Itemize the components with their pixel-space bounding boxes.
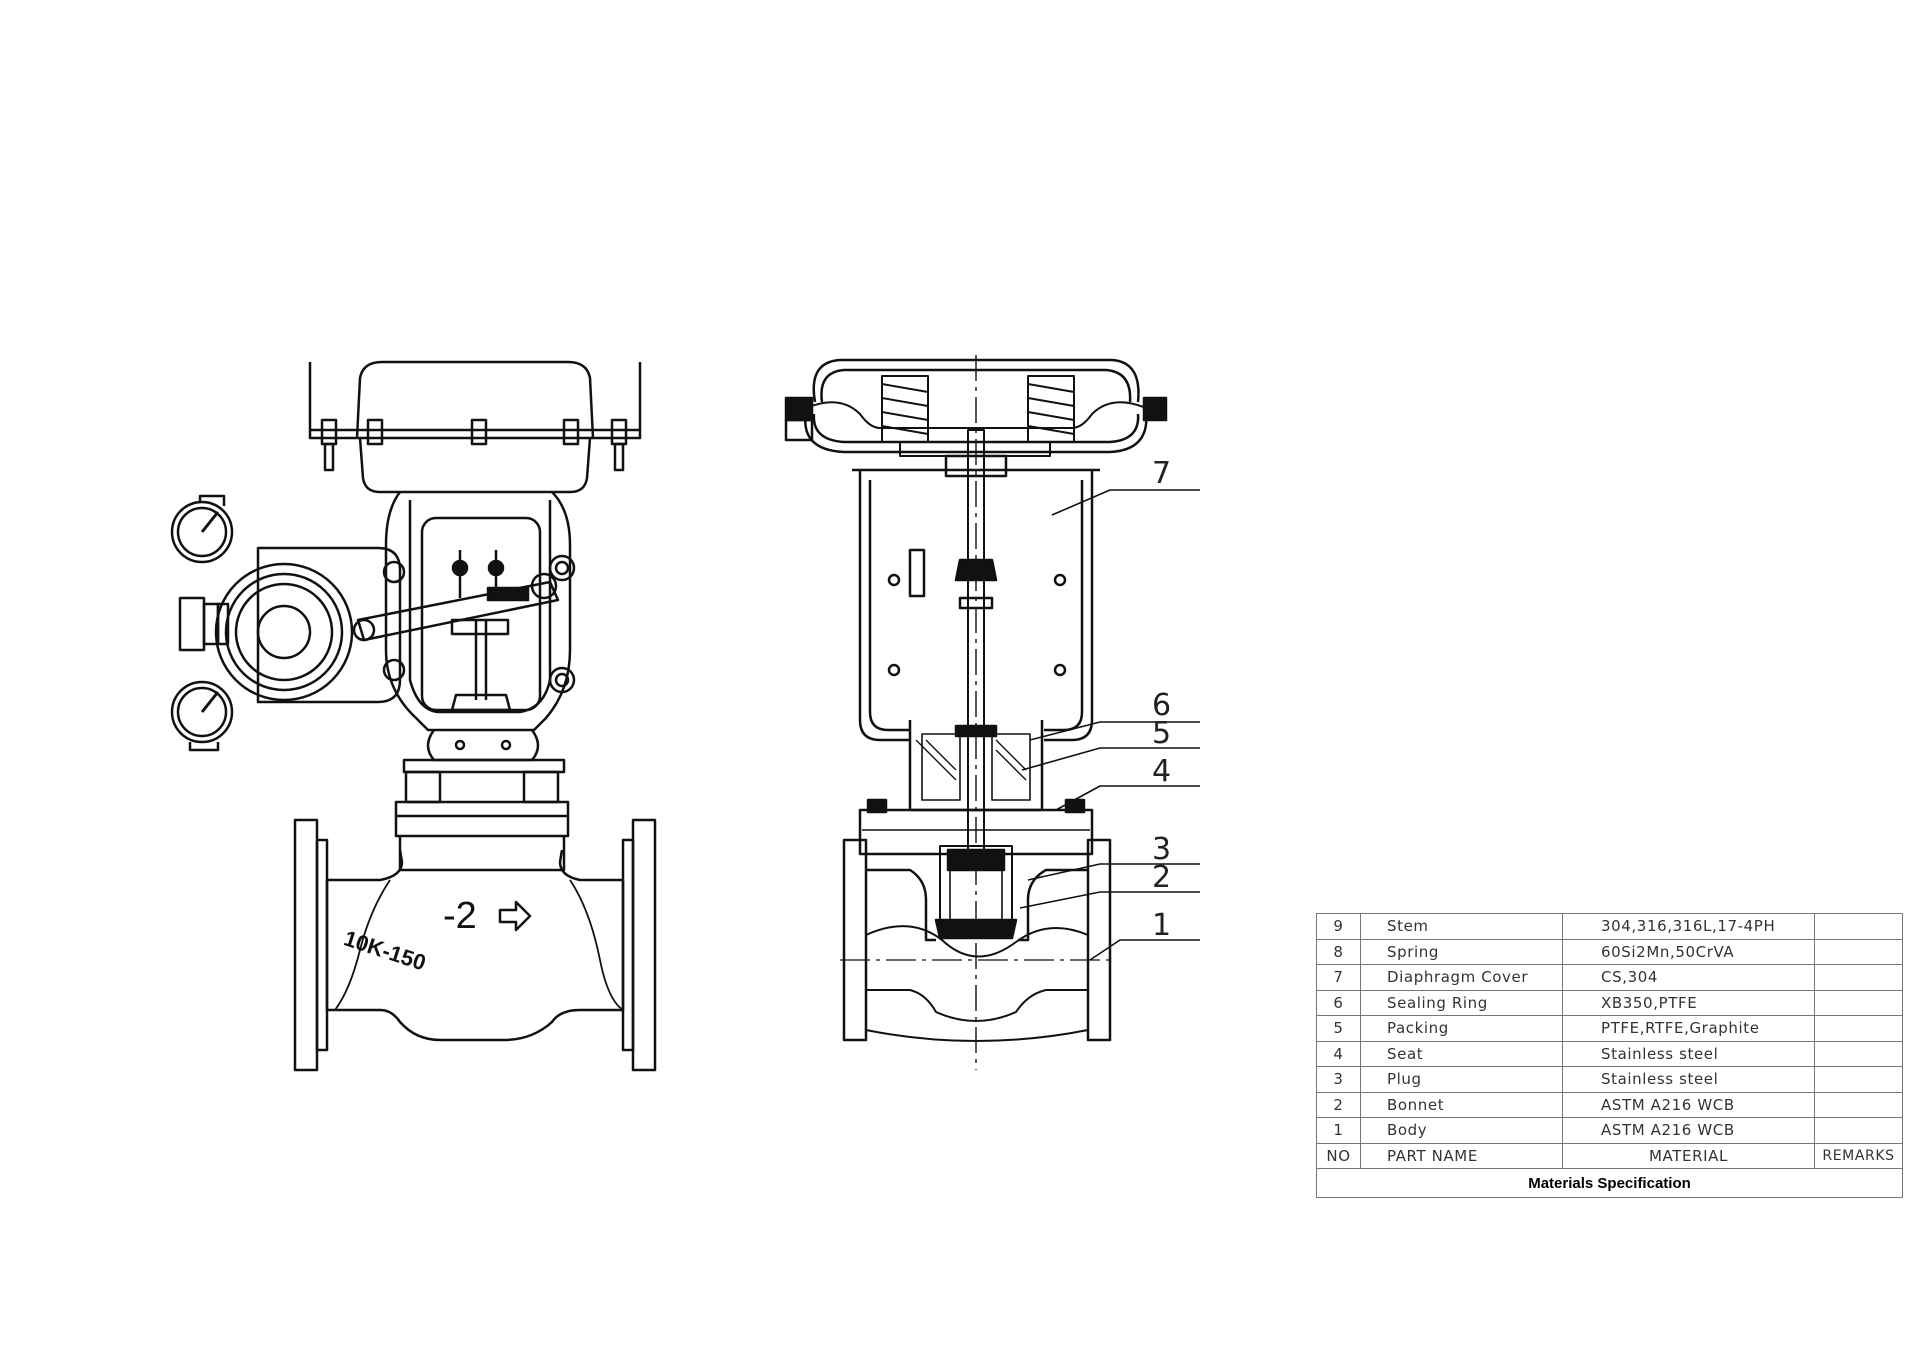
cell-no: 5 (1316, 1015, 1361, 1042)
cell-remarks (1814, 1015, 1903, 1042)
header-no: NO (1316, 1142, 1361, 1169)
bonnet-section (858, 720, 1094, 856)
cell-material: Stainless steel (1562, 1040, 1815, 1067)
callout-leaders (1019, 489, 1200, 961)
valve-body (293, 818, 657, 1072)
callout-1: 1 (1152, 908, 1171, 943)
yoke (384, 491, 572, 732)
positioner (178, 546, 406, 704)
body-section (840, 838, 1112, 1042)
cell-remarks (1814, 1091, 1903, 1118)
cell-part-name: Plug (1360, 1066, 1563, 1093)
header-material: MATERIAL (1562, 1142, 1815, 1169)
callout-4: 4 (1152, 754, 1171, 789)
actuator-frame (308, 362, 642, 440)
housing-bolts (320, 418, 628, 472)
callout-6: 6 (1152, 688, 1171, 723)
cell-remarks (1814, 964, 1903, 991)
cell-remarks (1814, 1117, 1903, 1144)
cell-material: Stainless steel (1562, 1066, 1815, 1093)
diaphragm-housing (355, 360, 595, 494)
cell-material: ASTM A216 WCB (1562, 1091, 1815, 1118)
bonnet (394, 729, 570, 872)
plug-seat (934, 845, 1018, 940)
positioner-lever (352, 572, 560, 642)
valve-section-view: 7 6 5 4 3 2 1 (784, 355, 1200, 1070)
header-remarks: REMARKS (1814, 1142, 1903, 1169)
pressure-gauges (170, 494, 234, 752)
valve-exterior-view: 10K-150 -2 (170, 360, 657, 1072)
cell-no: 3 (1316, 1066, 1361, 1093)
yoke-section (852, 468, 1100, 742)
cell-material: CS,304 (1562, 964, 1815, 991)
cell-remarks (1814, 938, 1903, 965)
yoke-lugs (548, 554, 576, 694)
cell-part-name: Stem (1360, 913, 1563, 940)
cell-no: 9 (1316, 913, 1361, 940)
callout-numbers: 7 6 5 4 3 2 1 (1152, 456, 1171, 943)
cell-material: 60Si2Mn,50CrVA (1562, 938, 1815, 965)
diaphragm-housing-section (784, 358, 1168, 454)
callout-2: 2 (1152, 860, 1171, 895)
body-markings: 10K-150 -2 (341, 895, 532, 975)
cell-no: 6 (1316, 989, 1361, 1016)
cell-part-name: Body (1360, 1117, 1563, 1144)
cell-material: XB350,PTFE (1562, 989, 1815, 1016)
table-caption: Materials Specification (1316, 1168, 1903, 1198)
callout-7: 7 (1152, 456, 1171, 491)
cell-part-name: Seat (1360, 1040, 1563, 1067)
cell-part-name: Spring (1360, 938, 1563, 965)
cell-no: 2 (1316, 1091, 1361, 1118)
cell-remarks (1814, 913, 1903, 940)
cell-part-name: Packing (1360, 1015, 1563, 1042)
cell-part-name: Bonnet (1360, 1091, 1563, 1118)
springs (881, 375, 1075, 457)
cell-remarks (1814, 1040, 1903, 1067)
cell-material: 304,316,316L,17-4PH (1562, 913, 1815, 940)
cell-material: PTFE,RTFE,Graphite (1562, 1015, 1815, 1042)
cell-remarks (1814, 1066, 1903, 1093)
flow-mark: -2 (443, 895, 477, 937)
flow-arrow-icon (498, 900, 532, 932)
cell-part-name: Sealing Ring (1360, 989, 1563, 1016)
cell-no: 7 (1316, 964, 1361, 991)
cell-no: 4 (1316, 1040, 1361, 1067)
cell-no: 8 (1316, 938, 1361, 965)
cell-material: ASTM A216 WCB (1562, 1117, 1815, 1144)
callout-5: 5 (1152, 716, 1171, 751)
callout-3: 3 (1152, 832, 1171, 867)
cell-no: 1 (1316, 1117, 1361, 1144)
table-header-row: NO PART NAME MATERIAL REMARKS (1316, 1142, 1903, 1169)
header-part-name: PART NAME (1360, 1142, 1563, 1169)
cell-remarks (1814, 989, 1903, 1016)
table-caption-row: Materials Specification (1316, 1168, 1903, 1198)
cell-part-name: Diaphragm Cover (1360, 964, 1563, 991)
